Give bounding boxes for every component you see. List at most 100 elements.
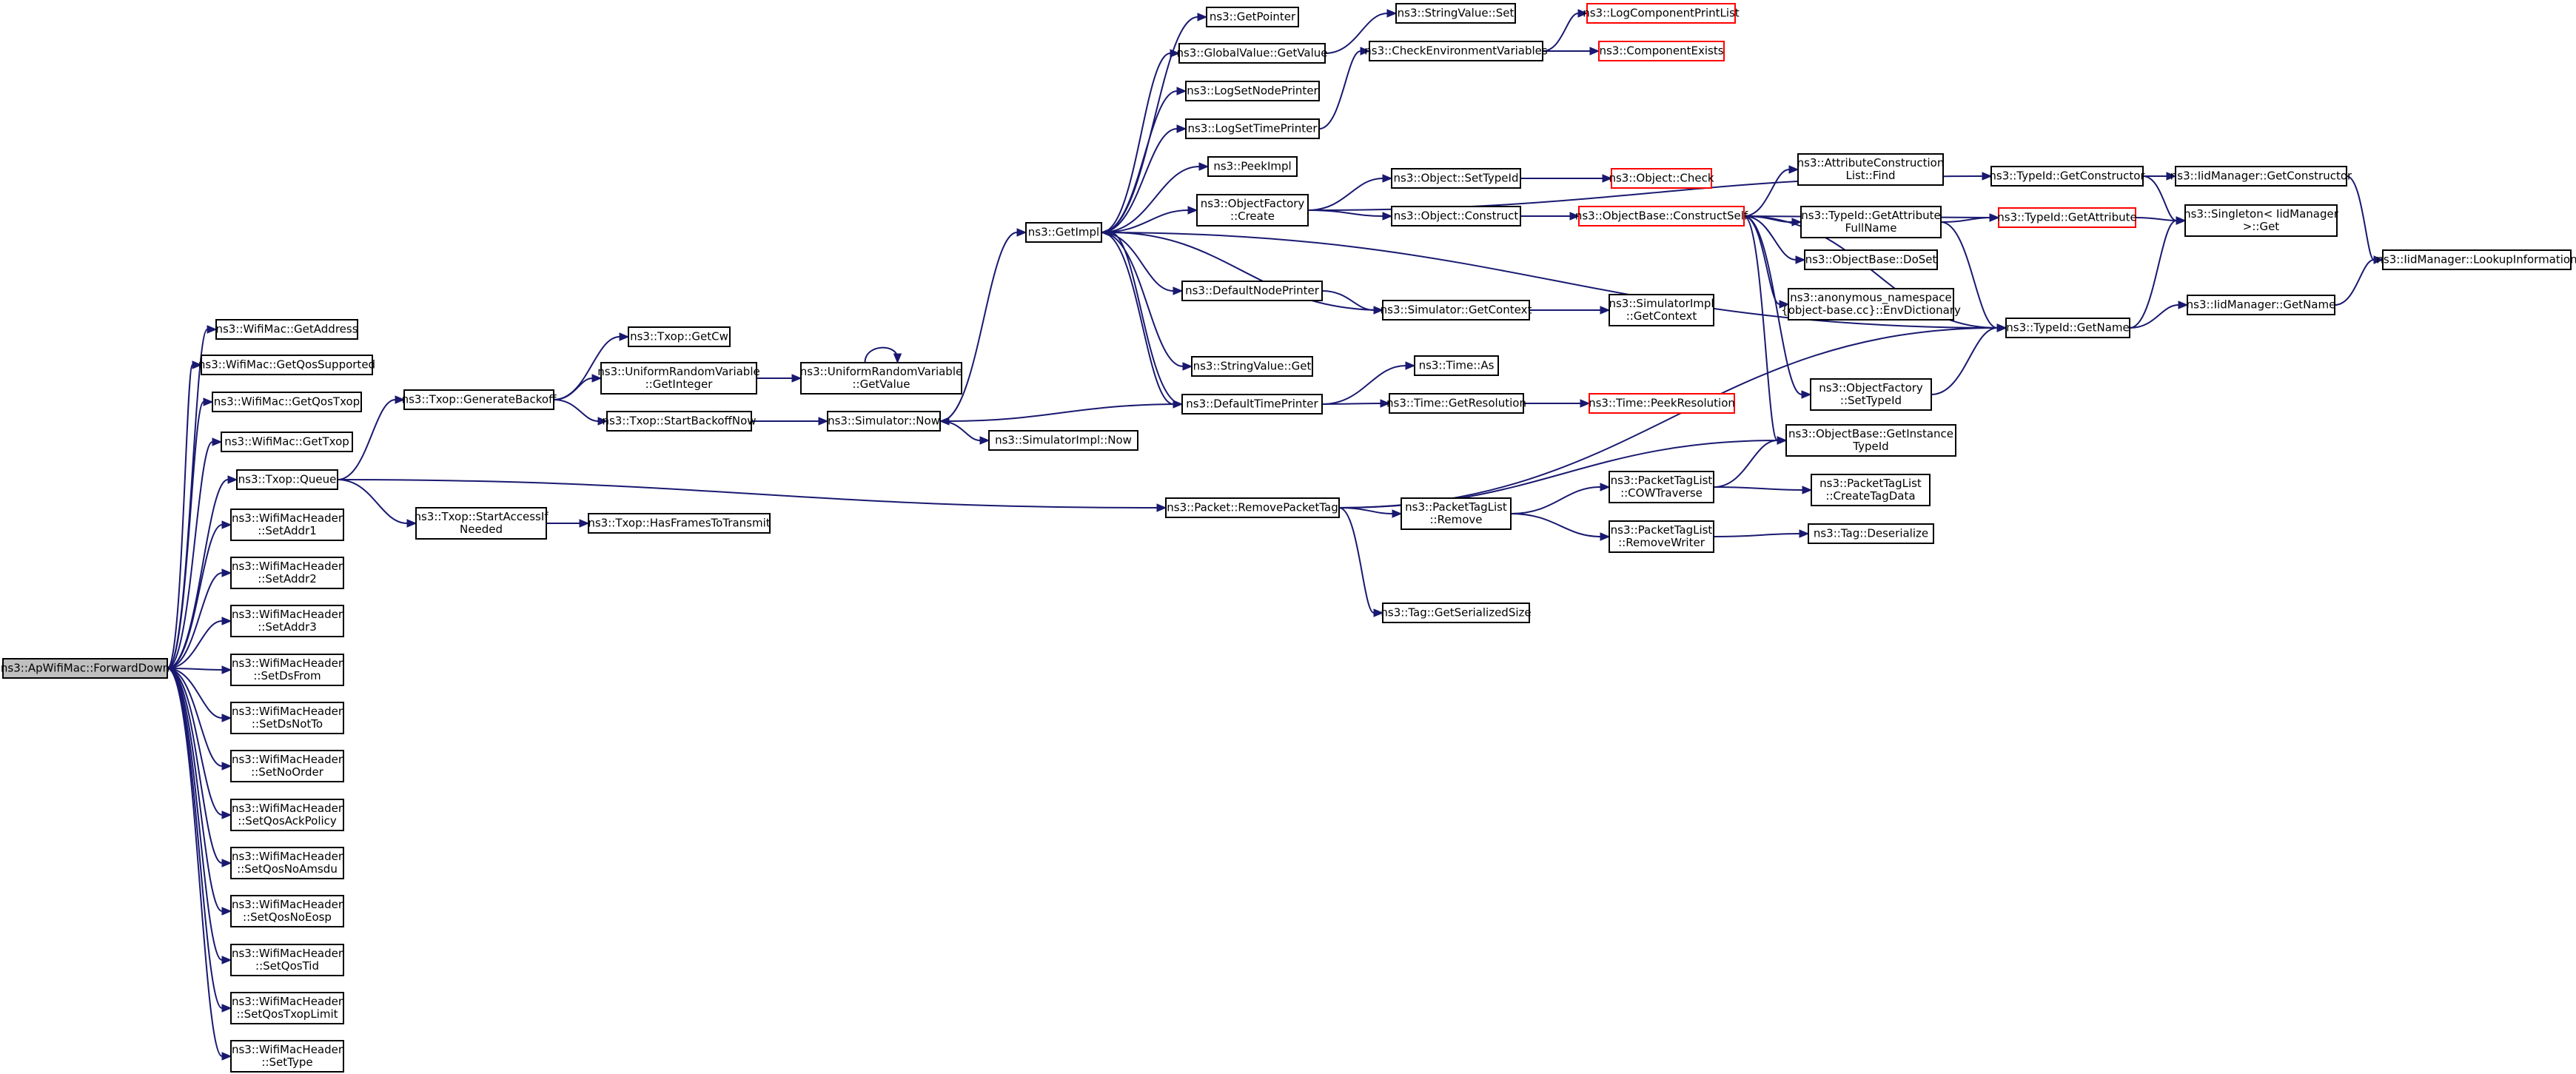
node-singletonget[interactable]: ns3::Singleton< IidManager >::Get: [2184, 204, 2339, 237]
node-box[interactable]: [1185, 118, 1320, 139]
node-box[interactable]: [1598, 41, 1725, 61]
node-checkenv[interactable]: ns3::CheckEnvironmentVariables: [1364, 41, 1548, 61]
node-box[interactable]: [1181, 281, 1323, 301]
node-urvgetint[interactable]: ns3::UniformRandomVariable::GetInteger: [597, 362, 760, 395]
node-setnoorder[interactable]: ns3::WifiMacHeader::SetNoOrder: [230, 750, 344, 782]
node-simnow[interactable]: ns3::Simulator::Now: [827, 411, 941, 432]
node-getaddr[interactable]: ns3::WifiMac::GetAddress: [215, 319, 358, 340]
node-box[interactable]: [1178, 43, 1326, 64]
node-tidgetctor[interactable]: ns3::TypeId::GetConstructor: [1989, 166, 2145, 187]
node-urvgetval[interactable]: ns3::UniformRandomVariable::GetValue: [800, 362, 962, 395]
node-box[interactable]: [1811, 474, 1931, 506]
node-box[interactable]: [403, 389, 554, 410]
node-setaddr2[interactable]: ns3::WifiMacHeader::SetAddr2: [230, 557, 344, 589]
node-box[interactable]: [1788, 288, 1954, 320]
node-box[interactable]: [2005, 318, 2130, 338]
node-box[interactable]: [1578, 206, 1745, 226]
node-setdsfrom[interactable]: ns3::WifiMacHeader::SetDsFrom: [230, 654, 344, 686]
node-tidgetname[interactable]: ns3::TypeId::GetName: [2005, 318, 2130, 338]
node-ptlcreatetag[interactable]: ns3::PacketTagList::CreateTagData: [1811, 474, 1931, 506]
node-box[interactable]: [1382, 603, 1530, 623]
node-box[interactable]: [230, 509, 344, 541]
node-box[interactable]: [230, 702, 344, 734]
node-box[interactable]: [1589, 393, 1735, 414]
node-box[interactable]: [2187, 295, 2335, 315]
node-objsettypeid[interactable]: ns3::Object::SetTypeId: [1391, 168, 1521, 189]
node-box[interactable]: [230, 750, 344, 782]
node-box[interactable]: [1196, 194, 1309, 226]
node-lognodeprinter[interactable]: ns3::LogSetNodePrinter: [1185, 81, 1320, 101]
node-ptlremwriter[interactable]: ns3::PacketTagList::RemoveWriter: [1609, 520, 1714, 553]
node-svget[interactable]: ns3::StringValue::Get: [1191, 356, 1313, 377]
node-iidgetname[interactable]: ns3::IidManager::GetName: [2187, 295, 2336, 315]
node-tagdeser[interactable]: ns3::Tag::Deserialize: [1808, 523, 1934, 544]
node-setaddr3[interactable]: ns3::WifiMacHeader::SetAddr3: [230, 605, 344, 637]
node-box[interactable]: [221, 432, 353, 452]
node-box[interactable]: [212, 392, 362, 412]
node-objconstruct[interactable]: ns3::Object::Construct: [1391, 206, 1521, 226]
node-box[interactable]: [1990, 166, 2144, 187]
node-box[interactable]: [1401, 497, 1512, 530]
node-box[interactable]: [1185, 81, 1320, 101]
node-box[interactable]: [1797, 153, 1944, 186]
node-timegetres[interactable]: ns3::Time::GetResolution: [1386, 393, 1526, 414]
node-peekimpl[interactable]: ns3::PeekImpl: [1207, 156, 1298, 177]
node-getqostxop[interactable]: ns3::WifiMac::GetQosTxop: [212, 392, 362, 412]
node-box[interactable]: [1025, 222, 1102, 243]
node-setaddr1[interactable]: ns3::WifiMacHeader::SetAddr1: [230, 509, 344, 541]
node-box[interactable]: [600, 362, 757, 395]
node-box[interactable]: [1609, 294, 1714, 326]
node-box[interactable]: [1391, 168, 1521, 189]
node-box[interactable]: [2184, 204, 2338, 237]
node-box[interactable]: [230, 605, 344, 637]
node-box[interactable]: [1586, 3, 1736, 24]
node-box[interactable]: [230, 895, 344, 927]
node-box[interactable]: [2382, 249, 2572, 270]
node-box[interactable]: [236, 469, 338, 490]
node-box[interactable]: [1389, 393, 1524, 414]
node-box[interactable]: [988, 430, 1138, 451]
node-envdict[interactable]: ns3::anonymous_namespace{object-base.cc}…: [1781, 288, 1961, 320]
node-box[interactable]: [230, 944, 344, 976]
node-box[interactable]: [1207, 156, 1298, 177]
node-gvgetvalue[interactable]: ns3::GlobalValue::GetValue: [1176, 43, 1328, 64]
node-box[interactable]: [230, 847, 344, 879]
node-removepackettag[interactable]: ns3::Packet::RemovePacketTag: [1165, 497, 1340, 518]
node-ptlremove[interactable]: ns3::PacketTagList::Remove: [1401, 497, 1512, 530]
node-simimplgetctx[interactable]: ns3::SimulatorImpl::GetContext: [1609, 294, 1714, 326]
node-setqosnoamsdu[interactable]: ns3::WifiMacHeader::SetQosNoAmsdu: [230, 847, 344, 879]
node-box[interactable]: [1191, 356, 1313, 377]
node-box[interactable]: [201, 355, 373, 375]
node-setdsnotto[interactable]: ns3::WifiMacHeader::SetDsNotTo: [230, 702, 344, 734]
node-getimpl[interactable]: ns3::GetImpl: [1025, 222, 1102, 243]
node-iidlookup[interactable]: ns3::IidManager::LookupInformation: [2376, 249, 2576, 270]
node-settype[interactable]: ns3::WifiMacHeader::SetType: [230, 1040, 344, 1073]
node-defnodeprinter[interactable]: ns3::DefaultNodePrinter: [1181, 281, 1323, 301]
node-iidgetctor[interactable]: ns3::IidManager::GetConstructor: [2170, 166, 2352, 187]
node-logcomplist[interactable]: ns3::LogComponentPrintList: [1583, 3, 1740, 24]
node-timepeekres[interactable]: ns3::Time::PeekResolution: [1589, 393, 1735, 414]
node-queue[interactable]: ns3::Txop::Queue: [236, 469, 338, 490]
node-box[interactable]: [827, 411, 941, 432]
node-box[interactable]: [2175, 166, 2347, 187]
node-box[interactable]: [230, 1040, 344, 1073]
node-simgetcontext[interactable]: ns3::Simulator::GetContext: [1381, 300, 1532, 320]
node-box[interactable]: [1808, 523, 1934, 544]
node-deftimeprinter[interactable]: ns3::DefaultTimePrinter: [1181, 394, 1323, 415]
node-setqosack[interactable]: ns3::WifiMacHeader::SetQosAckPolicy: [230, 799, 344, 831]
node-simimplnow[interactable]: ns3::SimulatorImpl::Now: [988, 430, 1138, 451]
node-ptlcow[interactable]: ns3::PacketTagList::COWTraverse: [1609, 471, 1714, 503]
node-box[interactable]: [415, 507, 547, 540]
node-getpointer[interactable]: ns3::GetPointer: [1206, 7, 1299, 27]
node-genbackoff[interactable]: ns3::Txop::GenerateBackoff: [402, 389, 557, 410]
node-taggetsize[interactable]: ns3::Tag::GetSerializedSize: [1381, 603, 1532, 623]
node-box[interactable]: [1391, 206, 1521, 226]
node-box[interactable]: [1206, 7, 1299, 27]
node-tidgetattr[interactable]: ns3::TypeId::GetAttribute: [1997, 207, 2137, 228]
node-box[interactable]: [230, 992, 344, 1024]
node-hasframes[interactable]: ns3::Txop::HasFramesToTransmit: [588, 513, 771, 534]
node-gettxop[interactable]: ns3::WifiMac::GetTxop: [221, 432, 353, 452]
